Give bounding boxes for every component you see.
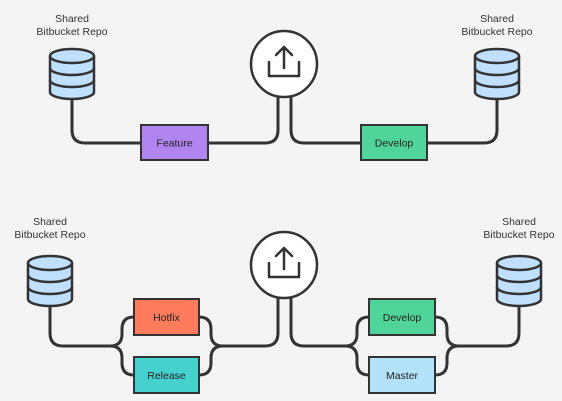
database-icon	[26, 254, 74, 308]
repo-label-line2: Bitbucket Repo	[14, 229, 85, 241]
repo-bottom-left: Shared Bitbucket Repo	[14, 216, 86, 308]
branch-box	[140, 124, 209, 161]
repo-label-line2: Bitbucket Repo	[483, 229, 554, 241]
repo-label-line2: Bitbucket Repo	[36, 26, 107, 38]
branch-develop: Develop	[368, 298, 436, 336]
repo-label-line2: Bitbucket Repo	[461, 26, 532, 38]
database-icon	[495, 254, 543, 308]
connector-line	[457, 302, 521, 348]
database-icon	[48, 47, 96, 101]
connector-line	[289, 296, 347, 348]
branch-box	[360, 124, 428, 161]
connector-line	[197, 344, 225, 377]
branch-develop: Develop	[360, 124, 428, 161]
connector-line	[70, 96, 143, 145]
database-icon	[473, 47, 521, 101]
branch-label: Hotfix	[153, 312, 181, 324]
repo-top-right: Shared Bitbucket Repo	[461, 13, 533, 101]
bottom-workflow: Shared Bitbucket Repo Shared Bitbucket R…	[14, 216, 555, 394]
branch-feature: Feature	[140, 124, 209, 161]
top-workflow: Shared Bitbucket Repo Shared Bitbucket R…	[36, 13, 533, 161]
repo-top-left: Shared Bitbucket Repo	[36, 13, 108, 101]
branch-box	[133, 298, 200, 336]
connector-line	[433, 315, 461, 348]
upload-icon	[249, 230, 319, 300]
repo-bottom-right: Shared Bitbucket Repo	[483, 216, 555, 308]
branch-label: Feature	[156, 138, 192, 150]
connector-line	[206, 96, 280, 145]
branch-label: Develop	[375, 138, 414, 150]
branch-label: Develop	[383, 312, 422, 324]
branch-box	[368, 356, 436, 394]
connector-line	[433, 344, 461, 377]
repo-label-line1: Shared	[502, 216, 536, 228]
connector-line	[289, 96, 363, 145]
branch-box	[133, 356, 200, 394]
branch-master: Master	[368, 356, 436, 394]
connector-line	[108, 344, 136, 377]
connector-line	[343, 344, 371, 377]
branch-hotfix: Hotfix	[133, 298, 200, 336]
repo-label-line1: Shared	[55, 13, 89, 25]
connector-line	[221, 296, 280, 348]
branch-label: Release	[147, 370, 186, 382]
connector-line	[343, 315, 371, 348]
repo-label-line1: Shared	[33, 216, 67, 228]
branch-box	[368, 298, 436, 336]
repo-label-line1: Shared	[480, 13, 514, 25]
connector-line	[48, 302, 112, 348]
connector-line	[197, 315, 225, 348]
upload-icon	[249, 29, 319, 99]
connector-line	[425, 96, 499, 145]
connector-line	[108, 315, 136, 348]
branch-label: Master	[386, 370, 419, 382]
branch-release: Release	[133, 356, 200, 394]
